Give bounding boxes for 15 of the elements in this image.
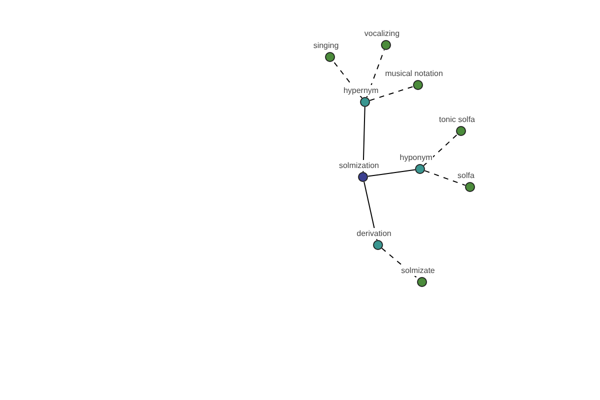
- dashed-link: [423, 134, 458, 166]
- node-label: hyponym: [398, 152, 434, 163]
- node-label: solmization: [338, 160, 380, 171]
- node-label: vocalizing: [363, 28, 401, 39]
- node-label: hypernym: [342, 85, 380, 96]
- dashed-link: [366, 49, 385, 98]
- node-label: solmizate: [400, 265, 436, 276]
- node-label: solfa: [456, 170, 476, 181]
- node-label: tonic solfa: [438, 114, 476, 125]
- dashed-link: [424, 170, 466, 186]
- node-label: singing: [312, 40, 340, 51]
- node-label: musical notation: [384, 68, 444, 79]
- link-line: [367, 169, 416, 177]
- node-label: derivation: [356, 228, 392, 239]
- dashed-link: [369, 86, 414, 101]
